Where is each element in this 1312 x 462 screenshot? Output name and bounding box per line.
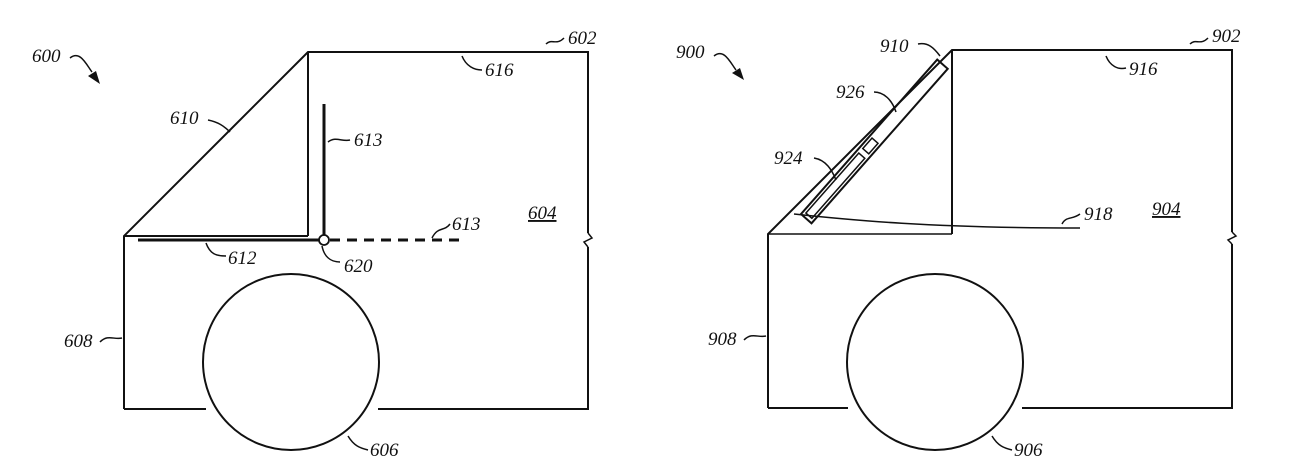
- hood-curve-918: [793, 213, 1081, 229]
- label-926: 926: [836, 82, 865, 103]
- leader-613-right: [431, 223, 451, 239]
- leader-910: [917, 42, 941, 57]
- leader-610: [207, 119, 231, 133]
- leader-916: [1105, 55, 1127, 70]
- leader-612: [205, 242, 227, 257]
- label-613-right: 613: [452, 214, 481, 235]
- label-606: 606: [370, 440, 399, 461]
- leader-606: [347, 435, 369, 451]
- label-924: 924: [774, 148, 803, 169]
- leader-616: [461, 55, 483, 71]
- label-616: 616: [485, 60, 514, 81]
- label-900: 900: [676, 42, 705, 63]
- leader-926: [873, 91, 897, 113]
- figure-900: 900 902 916 910 926 924 918 904: [676, 26, 1241, 461]
- leader-906: [991, 435, 1013, 451]
- label-904: 904: [1152, 199, 1181, 220]
- label-613-top: 613: [354, 130, 383, 151]
- label-916: 916: [1129, 59, 1158, 80]
- label-918: 918: [1084, 204, 1113, 225]
- vehicle-outline-900: [767, 49, 1233, 409]
- pivot-620: [318, 234, 330, 246]
- label-906: 906: [1014, 440, 1043, 461]
- vehicle-outline-600: [123, 51, 589, 410]
- label-610: 610: [170, 108, 199, 129]
- leader-924: [813, 157, 837, 181]
- panel-segment-924: [804, 151, 866, 220]
- leader-918: [1061, 213, 1081, 225]
- label-600: 600: [32, 46, 61, 67]
- wheel-906: [846, 273, 1024, 451]
- figure-600: 600 602 616 610 613 613 604 612 620: [32, 28, 597, 461]
- break-symbol-600: [582, 232, 594, 248]
- leader-608: [99, 336, 123, 343]
- wheel-606: [202, 273, 380, 451]
- label-902: 902: [1212, 26, 1241, 47]
- label-908: 908: [708, 329, 737, 350]
- label-602: 602: [568, 28, 597, 49]
- label-608: 608: [64, 331, 93, 352]
- ref-arrowhead-900: [732, 68, 744, 80]
- leader-620: [321, 245, 341, 263]
- leader-613-top: [327, 138, 351, 143]
- leader-908: [743, 334, 767, 341]
- panel-outer: [799, 58, 950, 225]
- label-612: 612: [228, 248, 257, 269]
- label-910: 910: [880, 36, 909, 57]
- break-symbol-900: [1226, 231, 1238, 245]
- label-604: 604: [528, 203, 557, 224]
- panel-segment-926: [861, 136, 880, 155]
- leader-902: [1189, 37, 1209, 45]
- leader-602: [545, 37, 565, 45]
- windshield-panel-910: [799, 58, 950, 225]
- ref-arrow-900: [713, 52, 737, 71]
- label-620: 620: [344, 256, 373, 277]
- ref-arrowhead-600: [88, 71, 100, 84]
- ref-arrow-600: [69, 54, 93, 73]
